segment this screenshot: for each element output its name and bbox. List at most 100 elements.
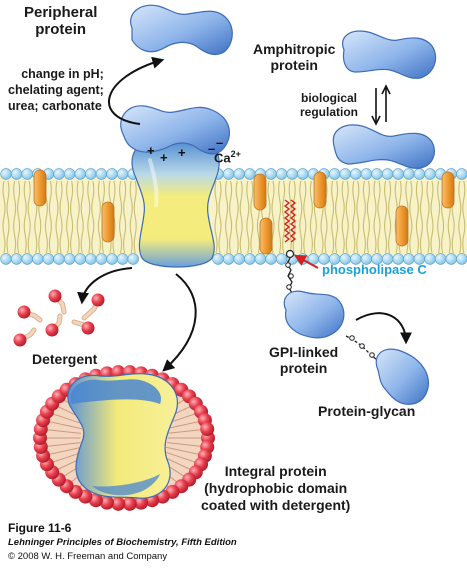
- label-phospholipase-c: phospholipase C: [322, 262, 427, 277]
- lipid-tail: [462, 216, 466, 254]
- embedded-protein: [101, 201, 115, 243]
- figure-book-title: Lehninger Principles of Biochemistry, Fi…: [8, 537, 237, 548]
- amphitropic-protein-bound: [332, 124, 435, 169]
- lipid-tail: [309, 216, 313, 254]
- figure-copyright: © 2008 W. H. Freeman and Company: [8, 551, 168, 562]
- gpi-linked-protein: [283, 290, 345, 339]
- lipid-tail: [214, 216, 218, 254]
- lipid-head: [21, 253, 33, 265]
- lipid-head: [0, 168, 12, 180]
- micelle-tail: [44, 446, 83, 456]
- lipid-head: [456, 168, 467, 180]
- lipid-head: [456, 253, 467, 265]
- lipid-tail: [133, 216, 137, 254]
- micelle-head: [134, 495, 149, 510]
- lipid-tail: [415, 216, 419, 254]
- lipid-tail: [458, 216, 462, 254]
- svg-text:–: –: [216, 135, 223, 150]
- lipid-tail: [377, 180, 381, 218]
- label-regulation-line2: regulation: [300, 104, 359, 119]
- label-gpi-line2: protein: [279, 360, 328, 377]
- cleavage-arrow: [355, 312, 412, 345]
- lipid-tail: [451, 216, 455, 254]
- lipid-tail: [123, 180, 127, 218]
- lipid-head: [403, 168, 415, 180]
- calcium-symbol: Ca: [214, 150, 231, 166]
- lipid-head: [286, 168, 298, 180]
- lipid-tail: [303, 216, 307, 254]
- lipid-tail: [299, 216, 303, 254]
- lipid-tail: [97, 216, 101, 254]
- lipid-tail: [129, 216, 133, 254]
- lipid-tail: [250, 180, 254, 218]
- label-gpi-line1: GPI-linked: [269, 344, 339, 360]
- lipid-tail: [256, 216, 260, 254]
- lipid-tail: [352, 216, 356, 254]
- lipid-tail: [76, 180, 80, 218]
- label-amphitropic-line2: protein: [270, 57, 318, 74]
- lipid-head: [434, 253, 447, 265]
- lipid-tail: [437, 180, 441, 218]
- lipid-head: [328, 168, 341, 180]
- lipid-head: [85, 253, 97, 265]
- integral-protein: [131, 137, 220, 268]
- lipid-tail: [345, 216, 349, 254]
- embedded-protein: [395, 205, 409, 247]
- lipid-head: [424, 168, 436, 180]
- lipid-tail: [119, 180, 123, 218]
- lipid-tail: [282, 180, 286, 218]
- lipid-tail: [373, 216, 377, 254]
- label-integral-protein: Integral protein (hydrophobic domain coa…: [201, 463, 350, 514]
- lipid-tail: [430, 216, 434, 254]
- micelle-head: [88, 493, 103, 508]
- lipid-head: [127, 253, 139, 265]
- lipid-tail: [447, 216, 451, 254]
- label-release-line3: urea; carbonate: [8, 99, 102, 113]
- lipid-tail: [70, 180, 74, 218]
- lipid-tail: [292, 216, 296, 254]
- micelle-tail: [167, 442, 206, 448]
- lipid-tail: [426, 216, 430, 254]
- solubilization-arrow: [162, 273, 197, 372]
- lipid-tail: [70, 216, 74, 254]
- lipid-tail: [23, 216, 27, 254]
- lipid-tail: [235, 180, 239, 218]
- lipid-tail: [356, 216, 360, 254]
- lipid-tail: [38, 216, 42, 254]
- lipid-tail: [66, 180, 70, 218]
- label-peripheral-protein: Peripheral protein: [24, 4, 97, 39]
- lipid-head: [106, 253, 118, 265]
- lipid-head: [10, 253, 23, 265]
- micelle-tail: [163, 451, 200, 464]
- release-arrow: [108, 56, 165, 125]
- lipid-head: [297, 168, 309, 180]
- lipid-tail: [44, 216, 48, 254]
- lipid-tail: [271, 180, 275, 218]
- lipid-tail: [309, 180, 313, 218]
- phospholipase-arrow: [293, 254, 319, 269]
- lipid-tail: [384, 180, 388, 218]
- micelle-tail: [165, 446, 204, 456]
- lipid-tail: [430, 180, 434, 218]
- calcium-charge: 2+: [230, 149, 241, 159]
- lipid-tail: [409, 216, 413, 254]
- label-calcium-ion: Ca2+: [214, 149, 241, 166]
- lipid-tail: [373, 180, 377, 218]
- lipid-head: [265, 168, 277, 180]
- detergent-head: [13, 333, 27, 347]
- lipid-tail: [55, 180, 59, 218]
- lipid-tail: [377, 216, 381, 254]
- lipid-head: [233, 253, 245, 265]
- lipid-tail: [23, 180, 27, 218]
- lipid-head: [381, 168, 394, 180]
- lipid-tail: [292, 180, 296, 218]
- micelle-head: [200, 422, 215, 437]
- lipid-head: [233, 168, 245, 180]
- micelle-tail: [42, 428, 81, 434]
- lipid-tail: [55, 216, 59, 254]
- lipid-tail: [341, 216, 345, 254]
- lipid-tail: [91, 216, 95, 254]
- lipid-tail: [123, 216, 127, 254]
- lipid-head: [0, 253, 12, 265]
- detergent-head: [48, 289, 62, 303]
